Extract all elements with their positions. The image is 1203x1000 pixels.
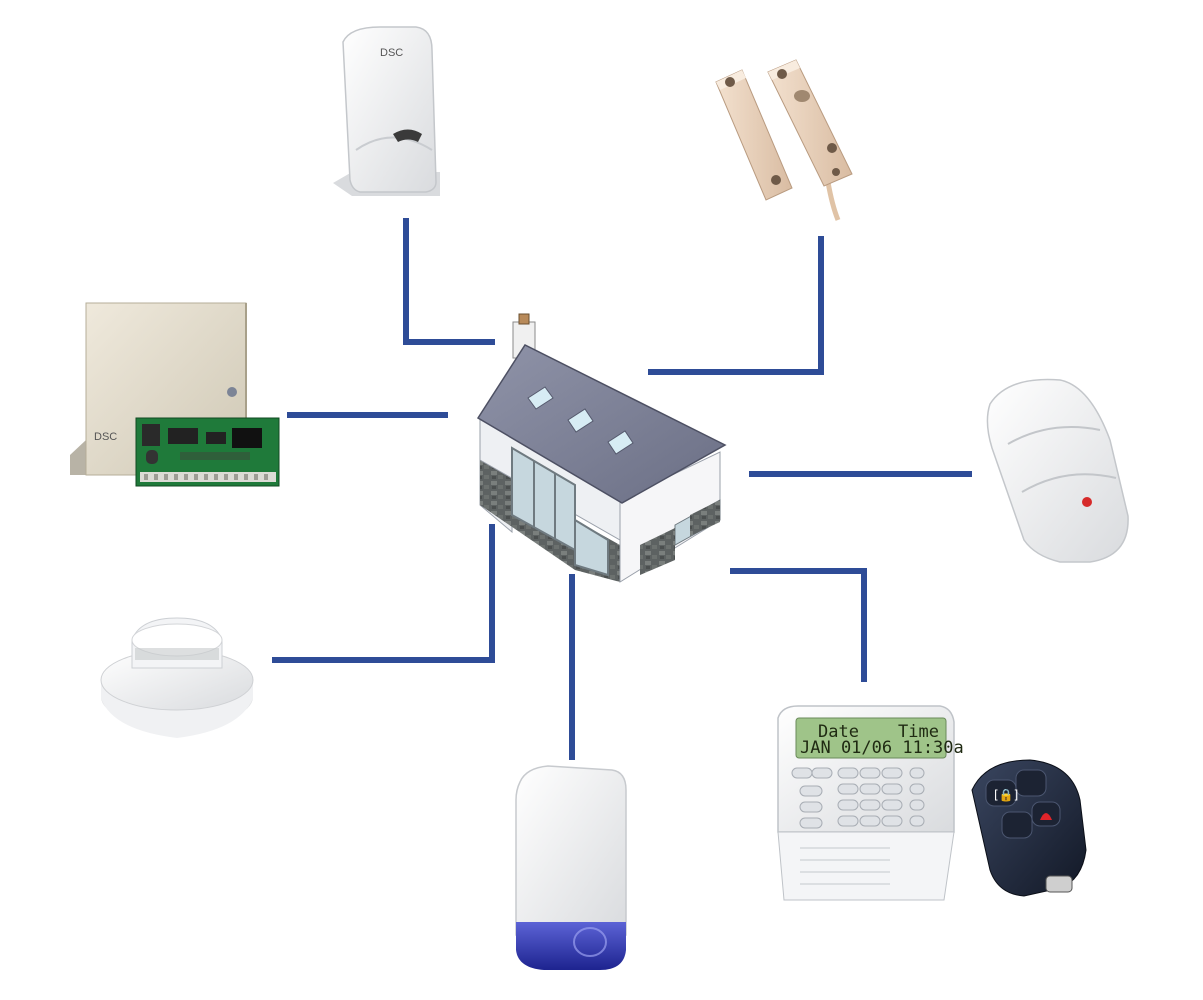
lcd-line1-left: Date bbox=[818, 722, 859, 742]
key-right[interactable] bbox=[811, 767, 833, 779]
outdoor-siren bbox=[515, 765, 627, 970]
pir-motion-detector: DSC bbox=[333, 26, 440, 196]
connector-contact bbox=[648, 236, 824, 375]
dual-tech-motion-detector bbox=[986, 378, 1129, 563]
lcd-keypad: Date Time JAN 01/06 11:30a bbox=[777, 705, 964, 901]
pir-brand-label: DSC bbox=[380, 47, 403, 59]
keypad-buttons bbox=[791, 767, 925, 829]
connector-lines bbox=[272, 218, 972, 760]
magnetic-door-contact bbox=[715, 59, 853, 221]
connector-keypad bbox=[730, 568, 867, 682]
connector-pir bbox=[403, 218, 495, 345]
svg-text:[🔒]: [🔒] bbox=[994, 788, 1018, 802]
house-icon bbox=[476, 313, 727, 583]
key-fob-remote: [🔒] bbox=[971, 759, 1087, 897]
panel-brand-label: DSC bbox=[94, 431, 117, 443]
connector-smoke bbox=[272, 524, 495, 663]
keypad-lcd bbox=[795, 717, 947, 759]
lcd-line2: JAN 01/06 11:30a bbox=[800, 738, 964, 758]
smoke-detector bbox=[100, 617, 254, 738]
control-panel: DSC bbox=[70, 302, 280, 487]
lcd-line1-right: Time bbox=[898, 722, 939, 742]
key-left[interactable] bbox=[791, 767, 813, 779]
